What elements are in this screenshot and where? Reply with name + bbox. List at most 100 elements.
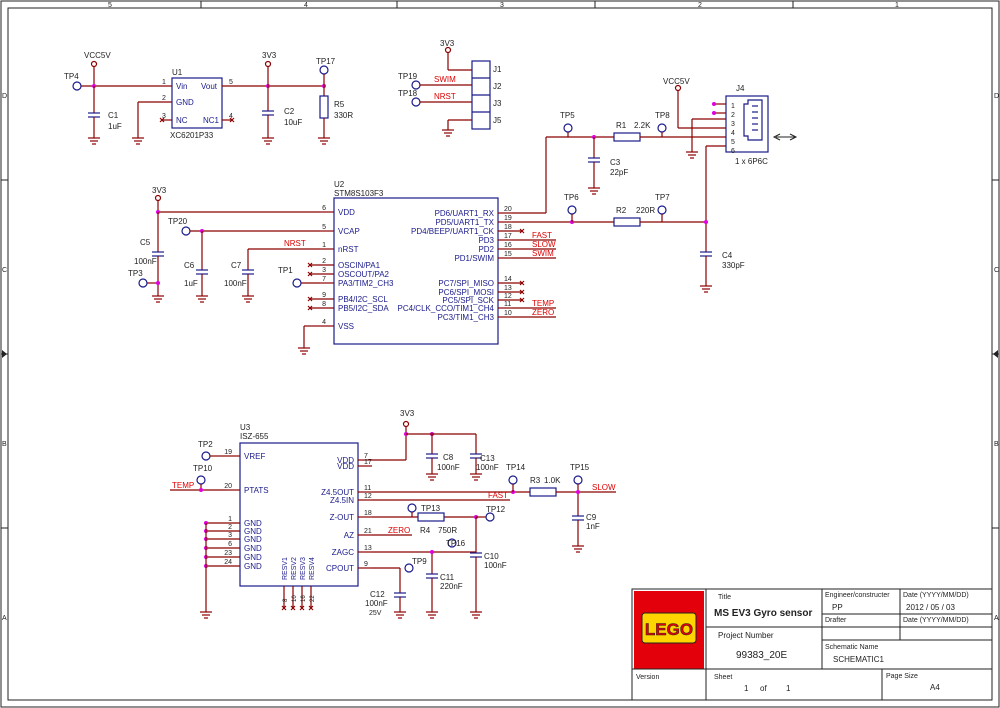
resistors-R1-ref: R1 xyxy=(616,121,627,130)
gyro-left_pins-3-num: 2 xyxy=(228,524,232,531)
border-col-2: 2 xyxy=(698,2,702,9)
mcu-right_pins-1-num: 19 xyxy=(504,215,512,222)
title_block-schematic: SCHEMATIC1 xyxy=(833,655,885,664)
title_block-engineer_label: Engineer/constructer xyxy=(825,592,890,599)
caps-C2-ref: C2 xyxy=(284,107,295,116)
gyro-right_pins-3-name: Z4.5IN xyxy=(330,496,354,505)
title-text: MS EV3 Gyro sensor xyxy=(714,608,812,619)
nets-fast: FAST xyxy=(488,491,508,500)
gyro-right_pins-5-name: AZ xyxy=(344,531,354,540)
gyro-left_pins-0-num: 19 xyxy=(224,449,232,456)
caps-C2-value: 10uF xyxy=(284,118,302,127)
ldo-pins-nc: NC xyxy=(176,116,188,125)
caps-C6-value: 1uF xyxy=(184,279,198,288)
gyro-left_pins-5-name: GND xyxy=(244,544,262,553)
title_block-title_label: Title xyxy=(718,594,731,601)
caps-C10-value: 100nF xyxy=(484,561,507,570)
ldo-part: XC6201P33 xyxy=(170,131,214,140)
caps-C6-ref: C6 xyxy=(184,261,195,270)
nets-swim: SWIM xyxy=(532,249,554,258)
net-nrst-label: NRST xyxy=(434,92,456,101)
testpoints-13: TP15 xyxy=(570,463,590,472)
mcu-left_pins-6-name: PB4/I2C_SCL xyxy=(338,295,388,304)
border-rows-3: A xyxy=(994,615,999,622)
resistors-R1-value: 2.2K xyxy=(634,121,651,130)
testpoints-7: TP8 xyxy=(655,111,670,120)
mcu-left_pins-0-num: 6 xyxy=(322,205,326,212)
gyro-right_pins-2-num: 11 xyxy=(364,485,371,492)
border-row-C: C xyxy=(2,267,7,274)
testpoint-tp14 xyxy=(508,475,518,485)
mcu-pin-2: 2 OSCIN/PA1 xyxy=(310,258,381,270)
title_block-drafter_label: Drafter xyxy=(825,617,847,624)
gyro-left_pins-7-name: GND xyxy=(244,562,262,571)
ldo-pin_numbers-3: 5 xyxy=(229,79,233,86)
gyro-left_pins-4-name: GND xyxy=(244,535,262,544)
ldo-pins-vout: Vout xyxy=(201,82,218,91)
gyro-part: ISZ-655 xyxy=(240,432,269,441)
connector-part: 1 x 6P6C xyxy=(735,157,768,166)
mcu-left_pins-1-num: 5 xyxy=(322,224,326,231)
power-v3v3: 3V3 xyxy=(152,186,167,195)
testpoint-tp6 xyxy=(567,205,577,215)
mcu-left_pins-7-num: 8 xyxy=(322,301,326,308)
power-v3v3: 3V3 xyxy=(262,51,277,60)
gyro-right_pins-7-num: 9 xyxy=(364,561,368,568)
gyro-bottom_pins-3-num: 22 xyxy=(310,595,316,602)
testpoint-tp9 xyxy=(404,563,414,573)
testpoints-0: TP1 xyxy=(278,266,293,275)
testpoint-tp4 xyxy=(72,81,82,91)
gyro-bottom_pins-2-num: 16 xyxy=(301,595,307,602)
title_block-date_label: Date (YYYY/MM/DD) xyxy=(903,592,969,599)
testpoint-tp13 xyxy=(407,503,417,513)
border-rows-2: B xyxy=(994,441,999,448)
caps-C3-ref: C3 xyxy=(610,158,621,167)
gyro-right_pins-5-num: 21 xyxy=(364,528,372,535)
resistors-R4-ref: R4 xyxy=(420,526,431,535)
gyro-pin-24: 24 GND xyxy=(206,559,262,571)
connector-pins-5: 6 xyxy=(731,148,735,155)
ldo-pin_numbers-4: 4 xyxy=(229,113,233,120)
caps-C12-value: 100nF xyxy=(365,599,388,608)
power-vcc5v: VCC5V xyxy=(663,77,690,86)
gyro-right_pins-0-name: VDD xyxy=(337,456,354,465)
gyro-left_pins-7-num: 24 xyxy=(224,559,232,566)
resistor-r3 xyxy=(529,487,557,497)
title_block-date: 2012 / 05 / 03 xyxy=(906,603,955,612)
mcu-right_pins-3-num: 17 xyxy=(504,233,512,240)
testpoints-11: TP13 xyxy=(421,504,441,513)
mcu-right_pins-10-num: 10 xyxy=(504,310,512,317)
testpoint-tp12 xyxy=(485,512,495,522)
mcu-left_pins-3-num: 2 xyxy=(322,258,326,265)
caps-C7-value: 100nF xyxy=(224,279,247,288)
gyro-bottom_pins-1-name: RESV2 xyxy=(291,557,298,580)
mcu-left_pins-3-name: OSCIN/PA1 xyxy=(338,261,381,270)
caps-C9-value: 1nF xyxy=(586,522,600,531)
testpoint-tp17 xyxy=(319,65,329,75)
border-col-4: 4 xyxy=(304,2,308,9)
mcu-right_pins-5-name: PD1/SWIM xyxy=(454,254,494,263)
gyro-left_pins-1-name: PTATS xyxy=(244,486,269,495)
gyro-left_pins-0-name: VREF xyxy=(244,452,265,461)
mcu-left_pins-0-name: VDD xyxy=(338,208,355,217)
caps-C10-ref: C10 xyxy=(484,552,499,561)
connector-pins-0: 1 xyxy=(731,103,735,110)
testpoint-tp19 xyxy=(411,80,421,90)
gyro-right_pins-4-num: 18 xyxy=(364,510,372,517)
title_block-sheet_label: Sheet xyxy=(714,674,732,681)
resistors-R3-value: 1.0K xyxy=(544,476,561,485)
border-col-5: 5 xyxy=(108,2,112,9)
